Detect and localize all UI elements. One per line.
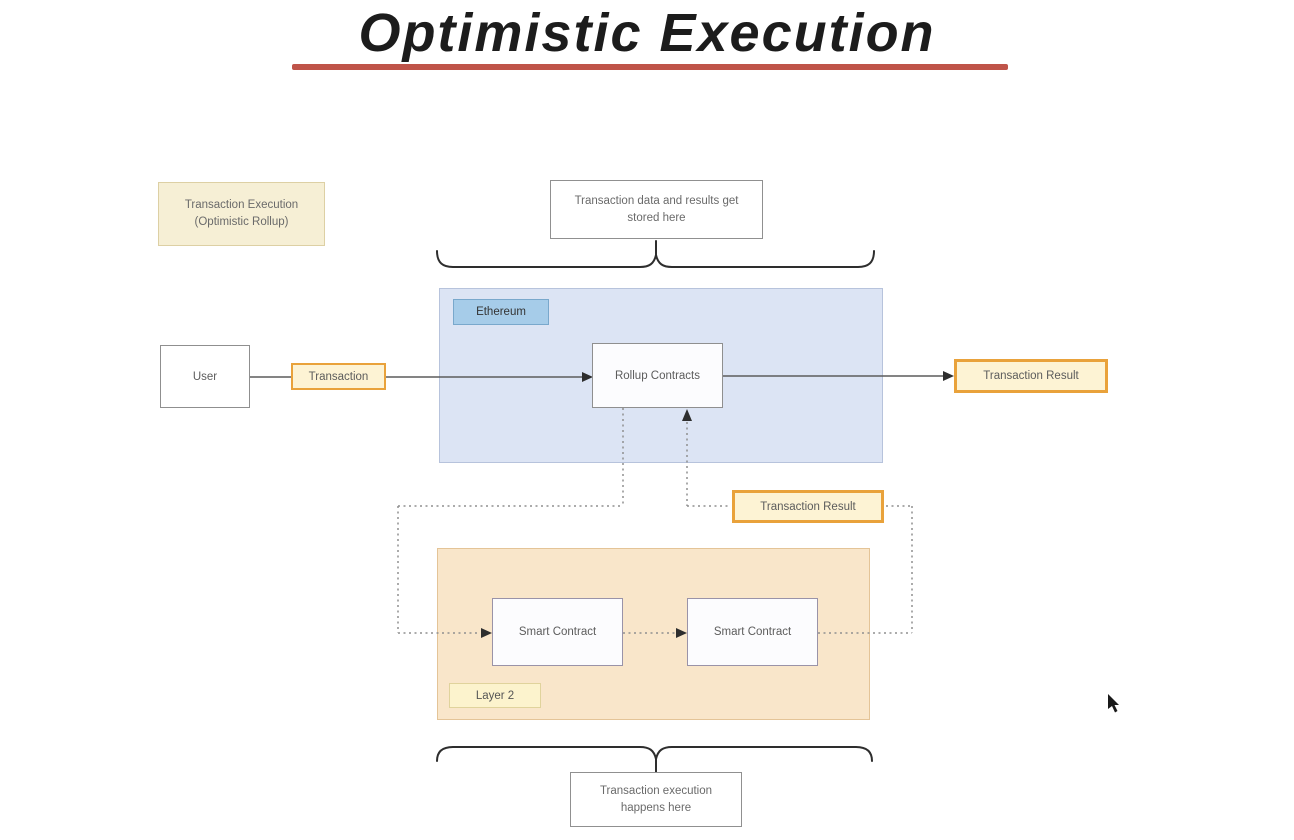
callout-data-stored-here: Transaction data and results get stored … [550,180,763,239]
page-title: Optimistic Execution [358,3,936,63]
arrowhead-into-result [943,371,954,381]
smart-contract-box-left: Smart Contract [492,598,623,666]
rollup-contracts-box: Rollup Contracts [592,343,723,408]
smart-contract-box-right: Smart Contract [687,598,818,666]
ethereum-badge: Ethereum [453,299,549,325]
transaction-result-label-mid: Transaction Result [732,490,884,523]
transaction-result-label-right: Transaction Result [954,359,1108,393]
user-box: User [160,345,250,408]
note-transaction-execution: Transaction Execution (Optimistic Rollup… [158,182,325,246]
mouse-cursor [1108,694,1119,713]
layer2-badge: Layer 2 [449,683,541,708]
callout-execution-happens-here: Transaction execution happens here [570,772,742,827]
top-brace [436,240,875,268]
title-underline [292,64,1008,70]
bottom-brace [436,746,873,773]
transaction-label: Transaction [291,363,386,390]
